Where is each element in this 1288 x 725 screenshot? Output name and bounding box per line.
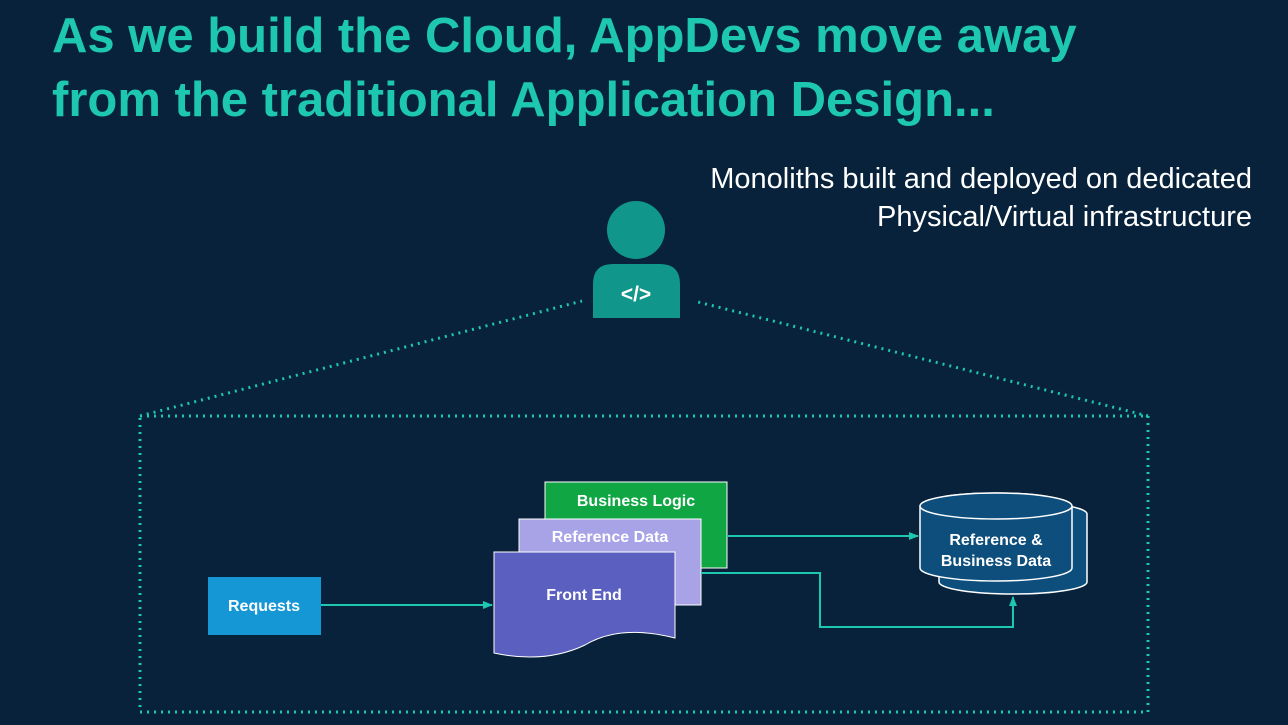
subtitle-line-1: Monoliths built and deployed on dedicate… <box>710 163 1252 195</box>
front-end-box: Front End <box>493 551 676 658</box>
database-top <box>919 492 1073 520</box>
developer-head <box>607 201 665 259</box>
developer-body <box>593 264 680 318</box>
title-line-1: As we build the Cloud, AppDevs move away <box>52 9 1077 63</box>
title-line-2: from the traditional Application Design.… <box>52 73 995 127</box>
infrastructure-boundary <box>138 414 1150 714</box>
business-logic-label: Business Logic <box>577 493 695 510</box>
developer-code-glyph: </> <box>621 283 651 306</box>
boundary-connector-left <box>139 299 583 418</box>
slide-subtitle: Monoliths built and deployed on dedicate… <box>552 160 1252 236</box>
database-label-line-2: Business Data <box>941 553 1051 570</box>
database-label-line-1: Reference & <box>949 532 1043 549</box>
requests-label: Requests <box>228 598 300 615</box>
front-end-label: Front End <box>546 587 622 604</box>
developer-person-icon: </> <box>593 201 680 318</box>
reference-data-to-database-arrow <box>701 572 1017 628</box>
database-cylinder-icon: Reference & Business Data <box>919 492 1088 595</box>
subtitle-line-2: Physical/Virtual infrastructure <box>876 201 1252 233</box>
slide-title: As we build the Cloud, AppDevs move away… <box>52 4 1232 132</box>
requests-box: Requests <box>208 577 321 635</box>
boundary-connector-right <box>693 299 1149 418</box>
reference-data-label: Reference Data <box>552 529 669 546</box>
